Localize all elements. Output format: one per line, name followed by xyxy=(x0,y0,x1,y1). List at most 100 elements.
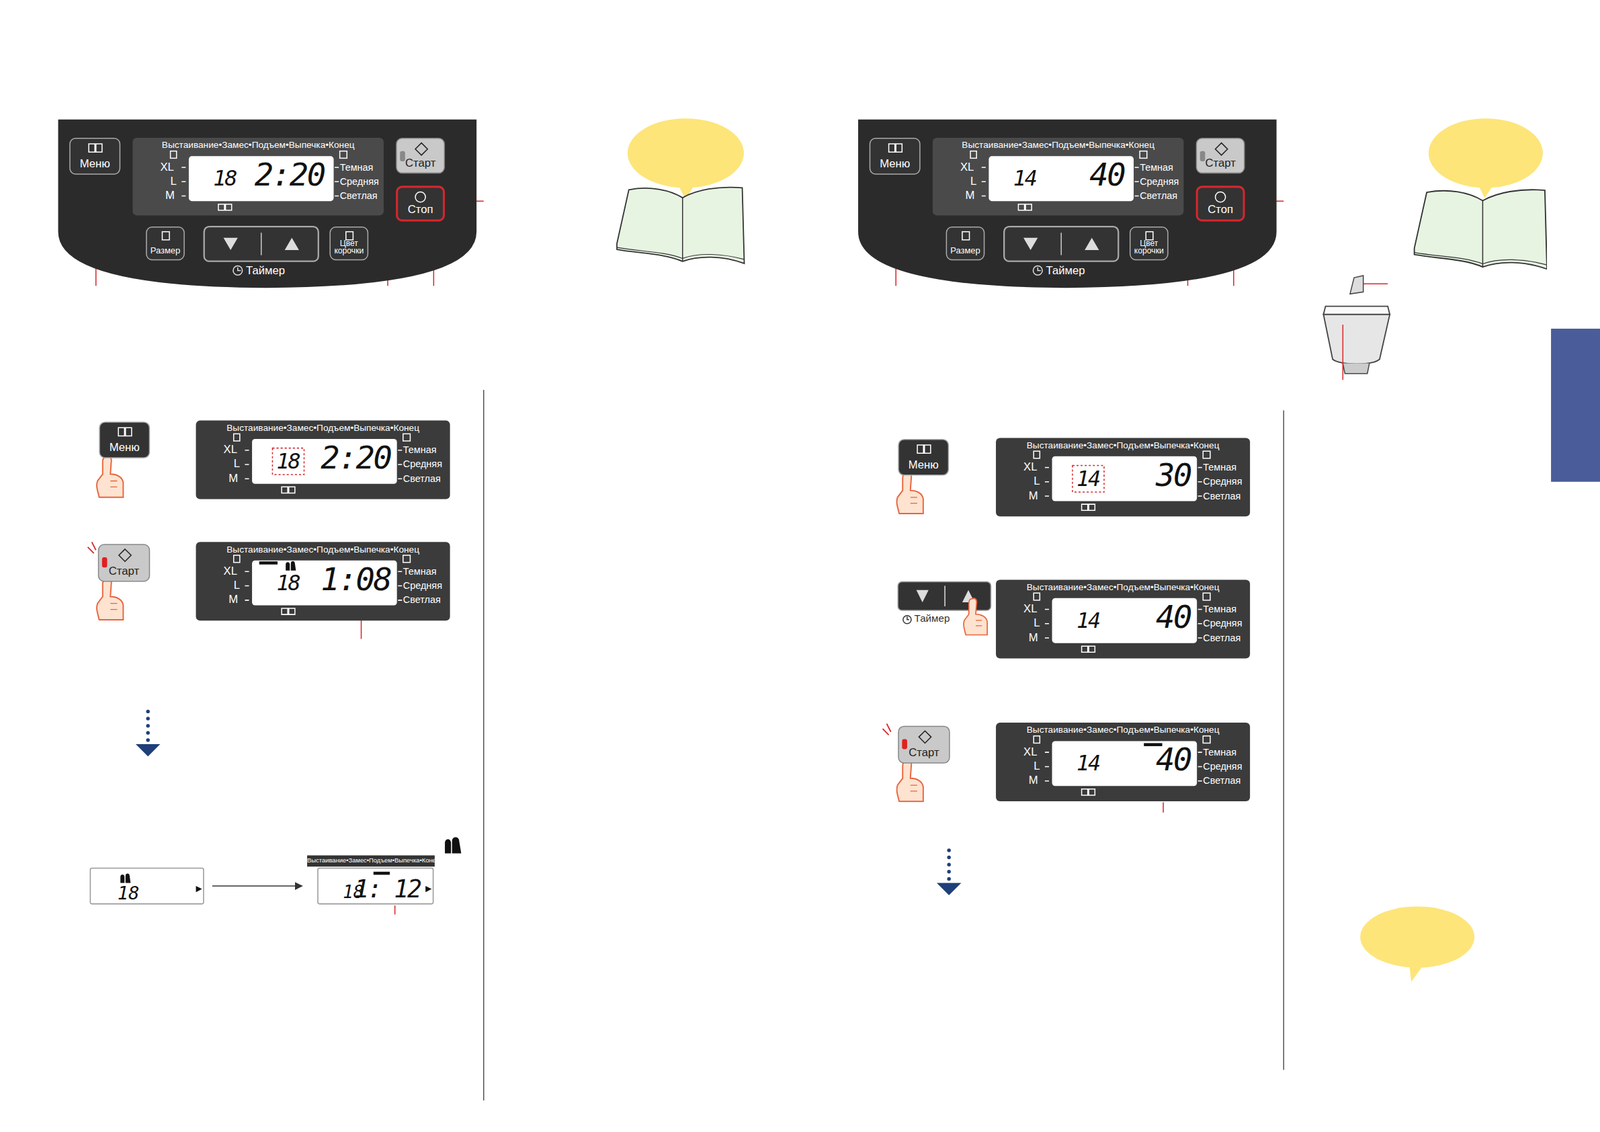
display-text: Выстаивание•Замес•Подъем•Выпечка•Конец xyxy=(932,141,1185,151)
display-text: Светлая xyxy=(340,190,378,201)
display-text: 40 xyxy=(1155,600,1191,633)
button-art xyxy=(1033,735,1040,744)
button-art xyxy=(118,549,132,562)
yellow-bubble xyxy=(627,118,1543,982)
button-art xyxy=(233,266,243,276)
button-art xyxy=(259,561,278,565)
yellow-bubble xyxy=(1428,118,1543,188)
button-art xyxy=(1215,143,1228,156)
progress-arrow xyxy=(936,882,961,895)
panel-button: Цвет корочки xyxy=(329,226,369,261)
finger-press xyxy=(963,598,988,635)
button-art xyxy=(917,444,931,453)
lcd-display: Выстаивание•Замес•Подъем•Выпечка•КонецXL… xyxy=(995,437,1250,517)
button-art xyxy=(196,885,203,892)
bread-pan xyxy=(1323,275,1390,374)
panel-button: Размер xyxy=(946,226,986,261)
panel-button: Меню xyxy=(869,137,921,175)
button-label: Старт xyxy=(108,565,140,577)
bread-pan xyxy=(1323,306,1390,315)
button-art xyxy=(1139,151,1148,159)
button-art xyxy=(1081,645,1096,652)
display-text: 1:08 xyxy=(320,563,391,595)
section-tab xyxy=(1550,328,1600,482)
blink-mark xyxy=(88,541,892,877)
button-art xyxy=(1018,204,1032,211)
progress-arrow xyxy=(946,848,951,852)
bread-pan xyxy=(1342,363,1369,374)
display-text: Средняя xyxy=(1202,761,1242,771)
display-text: Выстаивание•Замес•Подъем•Выпечка•Конец xyxy=(196,423,451,433)
lcd-display: Выстаивание•Замес•Подъем•Выпечка•КонецXL… xyxy=(995,579,1250,659)
button-art xyxy=(1202,735,1211,744)
button-art xyxy=(403,433,411,441)
button-art xyxy=(1003,226,1119,262)
display-text: XL xyxy=(1023,602,1037,615)
button-art xyxy=(1200,151,1206,162)
lcd-display: Выстаивание•Замес•Подъем•Выпечка•КонецXL… xyxy=(995,722,1250,802)
button-art xyxy=(251,438,398,484)
button-art xyxy=(858,119,1277,289)
button-label: Стоп xyxy=(1207,204,1234,216)
display-text: Средняя xyxy=(1202,476,1242,486)
display-text: 18 xyxy=(276,572,300,595)
progress-arrow xyxy=(135,709,961,896)
button-art xyxy=(285,561,296,571)
progress-arrow xyxy=(145,723,150,728)
display-text: Светлая xyxy=(403,473,441,484)
display-text: M xyxy=(1028,774,1039,787)
mitten-icon xyxy=(444,837,461,854)
display-text: Выстаивание•Замес•Подъем•Выпечка•Конец xyxy=(132,141,384,151)
button-art xyxy=(118,427,132,436)
button-label: Старт xyxy=(908,747,939,759)
button-art xyxy=(1215,191,1226,202)
display-text: Темная xyxy=(1139,161,1174,172)
panel-button: Стоп xyxy=(1196,185,1246,222)
button-label: Выстаивание•Замес•Подъем•Выпечка•Конец xyxy=(307,854,435,867)
lcd-display: Выстаивание•Замес•Подъем•Выпечка•КонецXL… xyxy=(196,541,451,621)
button-art xyxy=(90,868,203,904)
display-text: 18 xyxy=(213,168,236,191)
arrow-button xyxy=(907,616,910,620)
arrow-button xyxy=(903,615,912,624)
button-art xyxy=(918,730,931,743)
button-art xyxy=(1145,231,1154,240)
display-text: Средняя xyxy=(1139,176,1179,187)
panel-button: Меню xyxy=(897,438,949,476)
display-text: XL xyxy=(960,161,974,173)
control-panel: ТаймерМенюВыстаивание•Замес•Подъем•Выпеч… xyxy=(56,117,478,289)
display-text: L xyxy=(970,175,977,187)
button-art xyxy=(260,232,263,255)
button-art xyxy=(403,555,411,563)
button-art xyxy=(1052,456,1198,502)
display-text: Темная xyxy=(1202,747,1237,757)
leader-line xyxy=(1342,283,1388,380)
display-text: Средняя xyxy=(340,176,380,187)
button-caption: Таймер xyxy=(914,613,951,624)
display-text: XL xyxy=(223,444,238,456)
display-text: Выстаивание•Замес•Подъем•Выпечка•Конец xyxy=(995,440,1250,451)
button-art xyxy=(1033,450,1040,459)
button-art xyxy=(373,871,390,875)
panel-button: Стоп xyxy=(395,185,445,222)
display-text: Средняя xyxy=(1202,618,1242,628)
button-art xyxy=(889,143,903,152)
button-art xyxy=(1060,232,1062,255)
progress-arrow xyxy=(145,731,150,735)
button-label: Размер xyxy=(150,246,181,256)
button-art xyxy=(399,151,406,162)
display-text: L xyxy=(233,458,240,470)
display-detail: 18 xyxy=(90,867,205,905)
display-text: Темная xyxy=(403,566,437,576)
display-text: Темная xyxy=(1202,604,1237,614)
display-text: Выстаивание•Замес•Подъем•Выпечка•Конец xyxy=(196,544,451,555)
display-text: Темная xyxy=(403,444,437,455)
button-art xyxy=(1072,465,1105,492)
button-art xyxy=(415,191,426,202)
button-label: 1: 12 xyxy=(354,876,420,901)
display-text: M xyxy=(964,189,975,201)
display-text: 14 xyxy=(1076,753,1100,775)
button-art xyxy=(1081,503,1096,511)
book-illustration xyxy=(616,187,745,264)
panel-button: Меню xyxy=(98,421,150,459)
